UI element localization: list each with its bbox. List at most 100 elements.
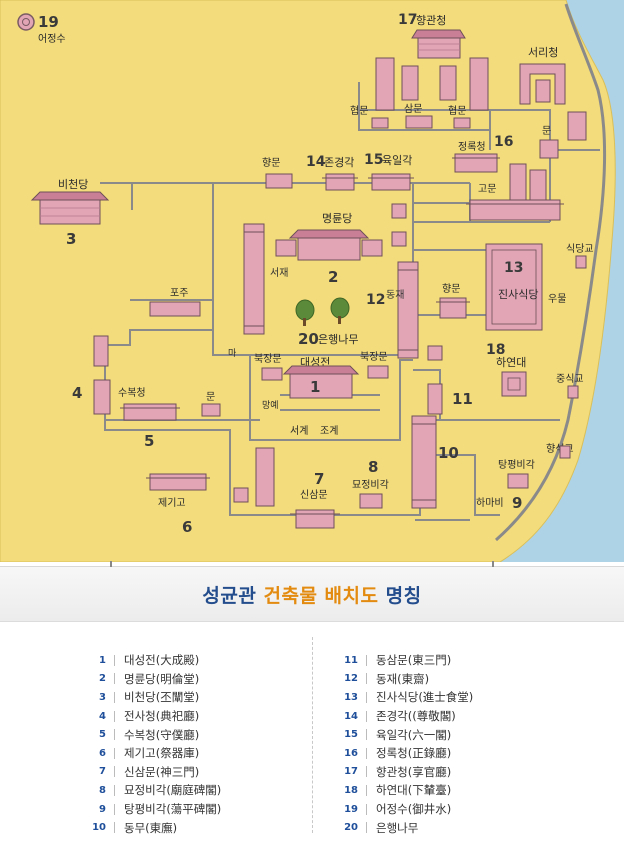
legend-item-num: 15 xyxy=(344,729,358,741)
legend-item-num: 4 xyxy=(99,710,106,722)
donggye-label: 조계 xyxy=(320,425,338,437)
legend-title-band: 성균관 건축물 배치도 명칭 xyxy=(0,567,624,622)
building-seorecheong: 서리청 xyxy=(519,46,566,105)
building-gomun: 고문 xyxy=(466,163,564,221)
building-1-num: 1 xyxy=(310,378,320,396)
legend-item-num: 18 xyxy=(344,784,358,796)
legend-item-num: 10 xyxy=(92,822,106,834)
building-13-num: 13 xyxy=(504,260,523,276)
building-8-num: 8 xyxy=(368,458,378,476)
legend-item: 13 진사식당(進士食堂) xyxy=(344,688,473,707)
legend-title-part1: 성균관 xyxy=(202,585,257,607)
building-17: 17 향관청 xyxy=(398,12,466,59)
hyeopmun-right-label: 협문 xyxy=(448,104,466,117)
bukjangmun-left-label: 북장문 xyxy=(254,353,282,365)
legend-item-num: 5 xyxy=(99,729,106,741)
building-19-num: 19 xyxy=(38,13,59,31)
legend-item-num: 14 xyxy=(344,710,358,722)
legend-item-num: 2 xyxy=(99,673,106,685)
ma-label-1: 마 xyxy=(228,348,237,359)
mun-label-5: 문 xyxy=(206,391,215,403)
legend-item-text: 동재(東齋) xyxy=(376,671,430,686)
legend-item-num: 17 xyxy=(344,766,358,778)
legend-divider xyxy=(312,637,313,833)
building-6-name: 제기고 xyxy=(158,497,186,509)
gate-hyangmun-right: 향문 xyxy=(436,283,470,319)
legend-item-text: 은행나무 xyxy=(376,820,419,835)
legend-item-num: 12 xyxy=(344,673,358,685)
building-10-num: 10 xyxy=(438,444,459,462)
poju-label: 포주 xyxy=(170,288,188,299)
singyo-label: 식당교 xyxy=(566,243,594,255)
building-2-name: 명륜당 xyxy=(322,212,352,225)
legend-item-num: 7 xyxy=(99,766,106,778)
building-20: 20 은행나무 xyxy=(295,297,358,348)
ginkgo-tree-icon xyxy=(295,297,350,326)
hyangmun-right-label: 향문 xyxy=(442,283,460,295)
legend-item-text: 동무(東廡) xyxy=(124,820,178,835)
building-9: 탕평비각 9 xyxy=(498,459,535,512)
legend-item-text: 동삼문(東三門) xyxy=(376,653,452,668)
legend-item-num: 3 xyxy=(99,691,106,703)
building-5-num: 5 xyxy=(144,432,154,450)
building-7: 7 신삼문 xyxy=(290,470,340,529)
building-18-num: 18 xyxy=(486,342,505,358)
gomun-label: 고문 xyxy=(478,183,496,195)
building-15-num: 15 xyxy=(364,152,383,168)
building-3-num: 3 xyxy=(66,230,76,248)
mangyo-label: 망예 xyxy=(262,400,279,411)
building-14-name: 존경각 xyxy=(324,156,354,169)
map-outer-wall xyxy=(495,3,607,542)
legend-item: 12 동재(東齋) xyxy=(344,670,473,689)
legend-item-num: 8 xyxy=(99,784,106,796)
building-15-name: 육일각 xyxy=(382,153,412,167)
building-20-name: 은행나무 xyxy=(318,333,358,346)
legend-item-num: 16 xyxy=(344,747,358,759)
legend-item-text: 명륜당(明倫堂) xyxy=(124,671,200,686)
building-9-name: 탕평비각 xyxy=(498,459,535,471)
building-11: 11 xyxy=(427,383,473,415)
legend-item: 10 동무(東廡) xyxy=(92,818,221,837)
building-2: 명륜당 2 xyxy=(275,212,383,286)
seojae-label: 서재 xyxy=(270,267,288,279)
gate-hyangmun-top: 향문 xyxy=(262,157,293,189)
building-6: 제기고 6 xyxy=(146,473,249,536)
building-18: 18 하연대 xyxy=(486,342,527,397)
legend-item-num: 1 xyxy=(99,654,106,666)
building-17-wings xyxy=(375,57,489,111)
legend-item-num: 20 xyxy=(344,822,358,834)
building-3: 비천당 3 xyxy=(30,177,110,248)
building-6-num: 6 xyxy=(182,518,192,536)
legend-item-text: 탕평비각(蕩平碑閣) xyxy=(124,802,222,817)
gate-row-top: 협문 삼문 협문 xyxy=(350,103,471,129)
legend-item-num: 9 xyxy=(99,803,106,815)
legend-item-text: 정록청(正錄廳) xyxy=(376,746,452,761)
legend-item: 9 탕평비각(蕩平碑閣) xyxy=(92,800,221,819)
legend-item-num: 13 xyxy=(344,691,358,703)
building-8: 8 묘정비각 xyxy=(352,458,389,509)
bukjangmun-right-label: 북장문 xyxy=(360,351,388,363)
building-14: 14 존경각 xyxy=(306,154,358,191)
legend-item: 14 존경각((尊敬閣) xyxy=(344,707,473,726)
building-12-name: 동재 xyxy=(386,289,404,301)
legend-item: 20 은행나무 xyxy=(344,818,473,837)
building-2-num: 2 xyxy=(328,268,338,286)
sammun-label: 삼문 xyxy=(404,103,422,115)
legend-title: 성균관 건축물 배치도 명칭 xyxy=(0,581,624,608)
map-bridges xyxy=(559,255,587,459)
building-7-name: 신삼문 xyxy=(300,489,328,501)
legend-item-text: 어정수(御井水) xyxy=(376,802,452,817)
legend-item-text: 존경각((尊敬閣) xyxy=(376,709,456,724)
building-4: 포주 4 xyxy=(72,288,201,415)
building-10: 10 xyxy=(411,415,459,509)
hyeopmun-left-label: 협문 xyxy=(350,104,368,117)
campus-map: 19 어정수 17 향관청 서리청 협문 삼문 협문 16 정록청 xyxy=(0,0,624,562)
legend-item-text: 신삼문(神三門) xyxy=(124,764,200,779)
legend-item-text: 진사식당(進士食堂) xyxy=(376,690,474,705)
building-11-num: 11 xyxy=(452,390,473,408)
